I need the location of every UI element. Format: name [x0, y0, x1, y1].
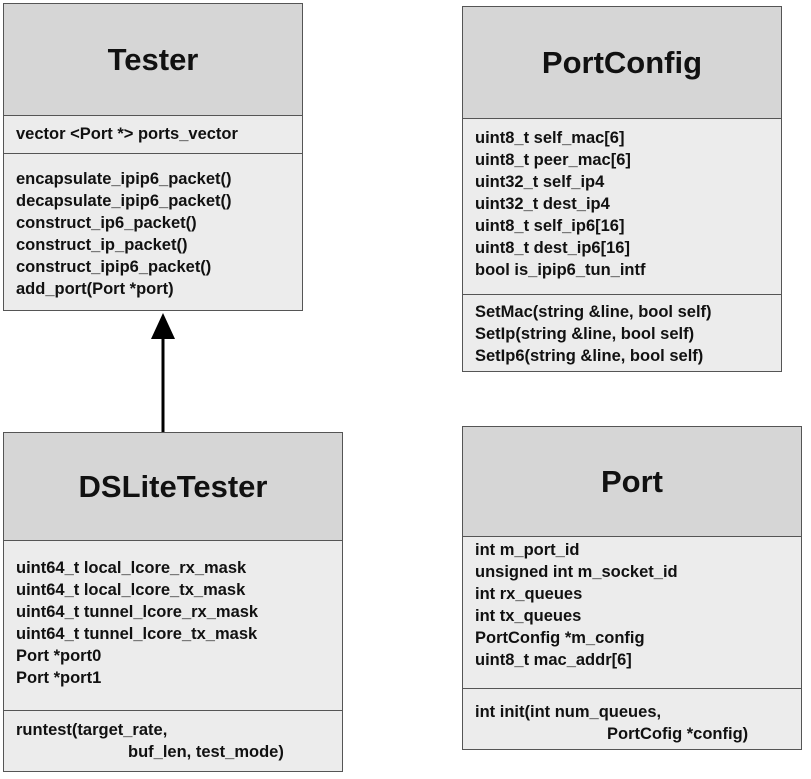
method: SetIp6(string &line, bool self) [475, 347, 704, 365]
attribute: bool is_ipip6_tun_intf [475, 261, 646, 279]
attribute: int tx_queues [475, 607, 582, 625]
attribute: uint64_t local_lcore_rx_mask [16, 559, 247, 577]
method: add_port(Port *port) [16, 280, 174, 298]
inheritance-arrow-head [151, 313, 175, 339]
method: int init(int num_queues, [475, 703, 662, 721]
attribute: uint8_t self_ip6[16] [475, 217, 625, 235]
attribute: int rx_queues [475, 585, 583, 603]
class-port-name: Port [463, 427, 801, 537]
class-tester-attributes: vector <Port *> ports_vector [4, 116, 302, 154]
attribute: PortConfig *m_config [475, 629, 645, 647]
attribute: uint32_t dest_ip4 [475, 195, 610, 213]
method-continuation: PortCofig *config) [607, 725, 749, 743]
attribute: uint8_t self_mac[6] [475, 129, 625, 147]
method: construct_ip6_packet() [16, 214, 197, 232]
attribute: vector <Port *> ports_vector [16, 125, 238, 143]
attribute: int m_port_id [475, 541, 580, 559]
attribute: uint64_t local_lcore_tx_mask [16, 581, 246, 599]
class-dslitetester-name: DSLiteTester [4, 433, 342, 541]
class-dslitetester-attributes: uint64_t local_lcore_rx_mask uint64_t lo… [4, 541, 342, 711]
class-tester: Tester vector <Port *> ports_vector enca… [3, 3, 303, 311]
method: construct_ipip6_packet() [16, 258, 212, 276]
attribute: uint8_t peer_mac[6] [475, 151, 631, 169]
class-dslitetester: DSLiteTester uint64_t local_lcore_rx_mas… [3, 432, 343, 772]
class-dslitetester-methods: runtest(target_rate, buf_len, test_mode) [4, 711, 342, 767]
attribute: unsigned int m_socket_id [475, 563, 678, 581]
method: encapsulate_ipip6_packet() [16, 170, 232, 188]
attribute: uint8_t mac_addr[6] [475, 651, 632, 669]
method: SetMac(string &line, bool self) [475, 303, 712, 321]
class-portconfig-methods: SetMac(string &line, bool self) SetIp(st… [463, 295, 781, 371]
attribute: uint64_t tunnel_lcore_tx_mask [16, 625, 258, 643]
attribute: uint64_t tunnel_lcore_rx_mask [16, 603, 259, 621]
method-continuation: buf_len, test_mode) [128, 743, 284, 761]
class-tester-methods: encapsulate_ipip6_packet() decapsulate_i… [4, 154, 302, 304]
class-portconfig-attributes: uint8_t self_mac[6] uint8_t peer_mac[6] … [463, 119, 781, 295]
attribute: Port *port0 [16, 647, 102, 665]
attribute: uint8_t dest_ip6[16] [475, 239, 630, 257]
class-portconfig-name: PortConfig [463, 7, 781, 119]
class-port-methods: int init(int num_queues, PortCofig *conf… [463, 689, 801, 749]
class-port: Port int m_port_id unsigned int m_socket… [462, 426, 802, 750]
class-port-attributes: int m_port_id unsigned int m_socket_id i… [463, 537, 801, 689]
class-tester-name: Tester [4, 4, 302, 116]
method: SetIp(string &line, bool self) [475, 325, 695, 343]
attribute: uint32_t self_ip4 [475, 173, 605, 191]
method: runtest(target_rate, [16, 721, 168, 739]
method: decapsulate_ipip6_packet() [16, 192, 232, 210]
method: construct_ip_packet() [16, 236, 188, 254]
attribute: Port *port1 [16, 669, 102, 687]
class-portconfig: PortConfig uint8_t self_mac[6] uint8_t p… [462, 6, 782, 372]
